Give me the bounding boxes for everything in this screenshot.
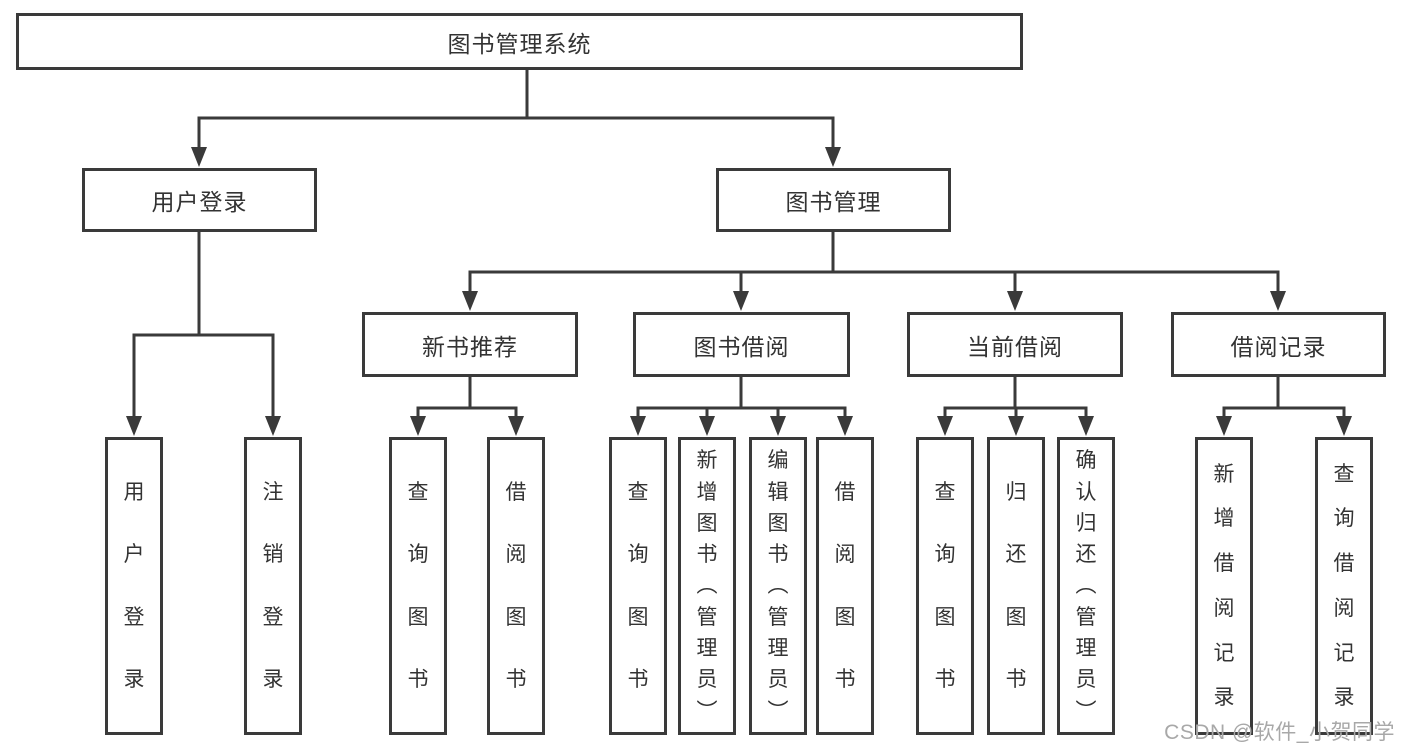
connector-user-login-to-leaves [126, 230, 281, 436]
leaf-bookborrow-add: 新增图书︵管理员︶ [678, 437, 736, 735]
node-book-borrow: 图书借阅 [633, 312, 850, 377]
leaf-records-add-label: 新增借阅记录 [1213, 462, 1235, 710]
leaf-newbook-borrow: 借阅图书 [487, 437, 545, 735]
leaf-bookborrow-borrow-label: 借阅图书 [834, 480, 856, 692]
node-user-login: 用户登录 [82, 168, 317, 232]
connector-book-borrow-to-leaves [630, 375, 853, 436]
node-root: 图书管理系统 [16, 13, 1023, 70]
leaf-logout-label: 注销登录 [262, 480, 284, 692]
leaf-logout: 注销登录 [244, 437, 302, 735]
node-book-mgmt-label: 图书管理 [785, 189, 882, 215]
connector-new-book-rec-to-leaves [410, 375, 524, 436]
leaf-current-return-label: 归还图书 [1005, 480, 1027, 692]
node-new-book-rec: 新书推荐 [362, 312, 578, 377]
node-book-mgmt: 图书管理 [716, 168, 951, 232]
leaf-records-add: 新增借阅记录 [1195, 437, 1253, 735]
node-borrow-records-label: 借阅记录 [1230, 333, 1327, 360]
node-book-borrow-label: 图书借阅 [693, 333, 790, 360]
node-current-borrow-label: 当前借阅 [967, 333, 1063, 360]
node-new-book-rec-label: 新书推荐 [422, 333, 518, 360]
csdn-watermark: CSDN @软件_小贺同学 [1164, 721, 1395, 744]
leaf-current-confirm-label: 确认归还︵管理员︶ [1075, 449, 1097, 723]
leaf-bookborrow-edit-label: 编辑图书︵管理员︶ [767, 449, 789, 723]
leaf-bookborrow-add-label: 新增图书︵管理员︶ [696, 449, 718, 723]
connector-borrow-records-to-leaves [1216, 375, 1352, 436]
leaf-bookborrow-edit: 编辑图书︵管理员︶ [749, 437, 807, 735]
leaf-user-login-label: 用户登录 [123, 480, 145, 692]
leaf-current-query-label: 查询图书 [934, 480, 956, 692]
leaf-current-return: 归还图书 [987, 437, 1045, 735]
node-borrow-records: 借阅记录 [1171, 312, 1386, 377]
connector-root-to-level2 [191, 67, 841, 167]
node-current-borrow: 当前借阅 [907, 312, 1123, 377]
connector-current-borrow-to-leaves [937, 375, 1094, 436]
leaf-current-query: 查询图书 [916, 437, 974, 735]
node-user-login-label: 用户登录 [151, 189, 248, 215]
leaf-bookborrow-borrow: 借阅图书 [816, 437, 874, 735]
leaf-current-confirm: 确认归还︵管理员︶ [1057, 437, 1115, 735]
leaf-bookborrow-query-label: 查询图书 [627, 480, 649, 692]
leaf-records-query-label: 查询借阅记录 [1333, 462, 1355, 710]
leaf-newbook-borrow-label: 借阅图书 [505, 480, 527, 692]
leaf-newbook-query-label: 查询图书 [407, 480, 429, 692]
leaf-newbook-query: 查询图书 [389, 437, 447, 735]
connector-book-mgmt-to-level3 [462, 230, 1286, 311]
leaf-user-login: 用户登录 [105, 437, 163, 735]
leaf-records-query: 查询借阅记录 [1315, 437, 1373, 735]
node-root-label: 图书管理系统 [447, 30, 592, 57]
leaf-bookborrow-query: 查询图书 [609, 437, 667, 735]
